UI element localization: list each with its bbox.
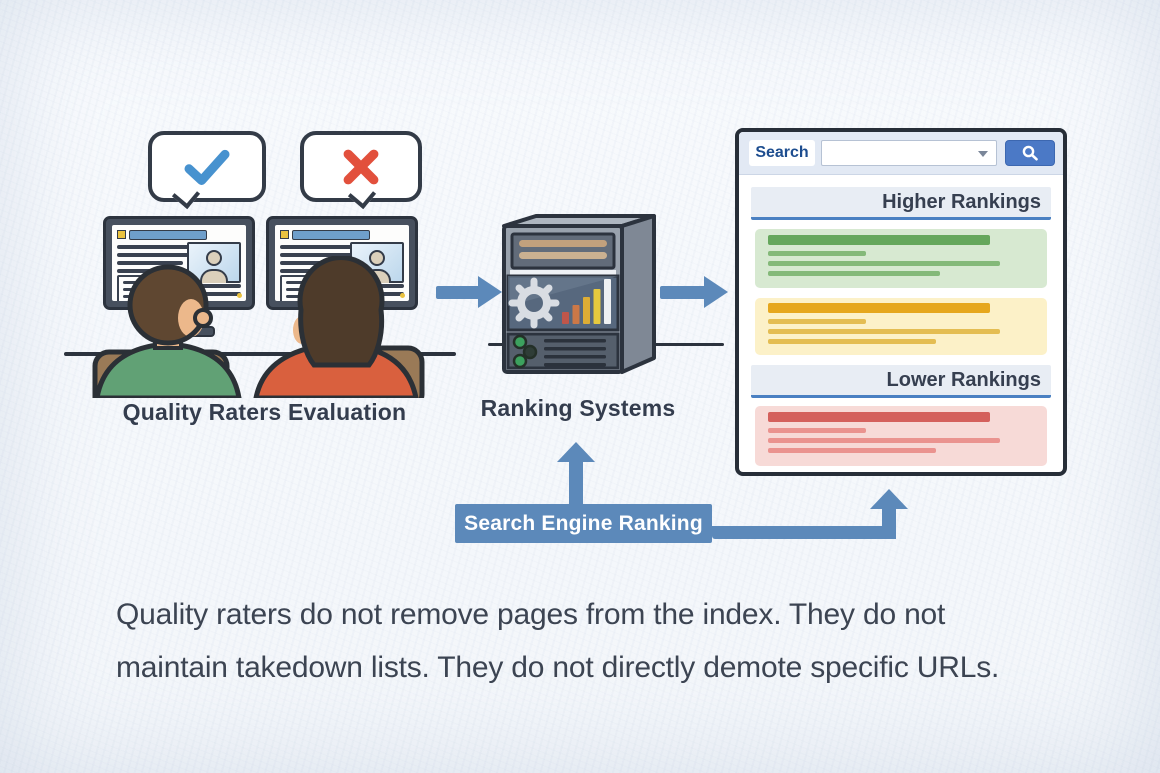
user-icon — [206, 250, 222, 266]
elbow-arrow-head — [870, 489, 908, 509]
search-icon — [1022, 145, 1038, 161]
result-text-line — [768, 428, 866, 433]
user-icon — [369, 250, 385, 266]
result-text-line — [768, 319, 866, 324]
result-text-line — [768, 251, 866, 256]
result-title-bar — [768, 303, 990, 313]
search-input[interactable] — [821, 140, 997, 166]
rater-person-2 — [253, 256, 425, 398]
favicon-square — [280, 230, 289, 239]
speech-bubble-approve — [148, 131, 266, 202]
vent-slat — [519, 252, 607, 259]
server-side — [620, 214, 656, 374]
ranking-server-illustration — [502, 214, 656, 374]
desk-line — [64, 352, 456, 356]
gear-icon — [508, 277, 560, 329]
result-text-line — [768, 261, 1000, 266]
caption-line-2: maintain takedown lists. They do not dir… — [116, 651, 1000, 684]
flow-label: Search Engine Ranking — [455, 504, 712, 543]
serp-search-bar: Search — [739, 132, 1063, 175]
x-icon — [343, 149, 379, 184]
higher-rankings-header: Higher Rankings — [751, 187, 1051, 220]
arrow-up-shaft — [569, 460, 583, 506]
search-button[interactable] — [1005, 140, 1055, 166]
result-title-bar — [768, 235, 990, 245]
vent-panel — [510, 232, 616, 270]
arrow-up-to-server — [557, 442, 595, 462]
vent-slat — [519, 240, 607, 247]
bar-chart-icon — [562, 279, 611, 324]
search-label: Search — [749, 140, 815, 166]
chevron-down-icon[interactable] — [978, 151, 988, 157]
ranking-systems-label: Ranking Systems — [480, 395, 676, 421]
raters-label: Quality Raters Evaluation — [122, 399, 407, 425]
favicon-square — [117, 230, 126, 239]
result-card-lower — [755, 406, 1047, 466]
rater-person-1 — [92, 264, 242, 398]
caption-line-1: Quality raters do not remove pages from … — [116, 598, 946, 631]
flow-arrow-1 — [436, 276, 502, 309]
result-text-line — [768, 438, 1000, 443]
led-indicator — [512, 353, 528, 369]
flow-arrow-2 — [660, 276, 730, 309]
result-text-line — [768, 271, 940, 276]
led-indicator — [512, 334, 528, 350]
lower-rankings-header: Lower Rankings — [751, 365, 1051, 398]
ear — [193, 308, 213, 328]
led-indicator — [522, 344, 538, 360]
result-text-line — [768, 329, 1000, 334]
result-title-bar — [768, 412, 990, 422]
page-title-bar — [129, 230, 207, 240]
hair — [297, 256, 385, 368]
elbow-arrow-vertical — [882, 507, 896, 539]
caption-text: Quality raters do not remove pages from … — [116, 588, 1096, 694]
result-card-mid — [755, 298, 1047, 355]
result-text-line — [768, 448, 936, 453]
status-lines — [544, 339, 606, 367]
elbow-arrow-to-serp — [712, 526, 895, 539]
result-card-higher — [755, 229, 1047, 288]
result-text-line — [768, 339, 936, 344]
check-icon — [184, 149, 230, 185]
page-title-bar — [292, 230, 370, 240]
serp-panel: Search Higher Rankings Lower R — [735, 128, 1067, 476]
